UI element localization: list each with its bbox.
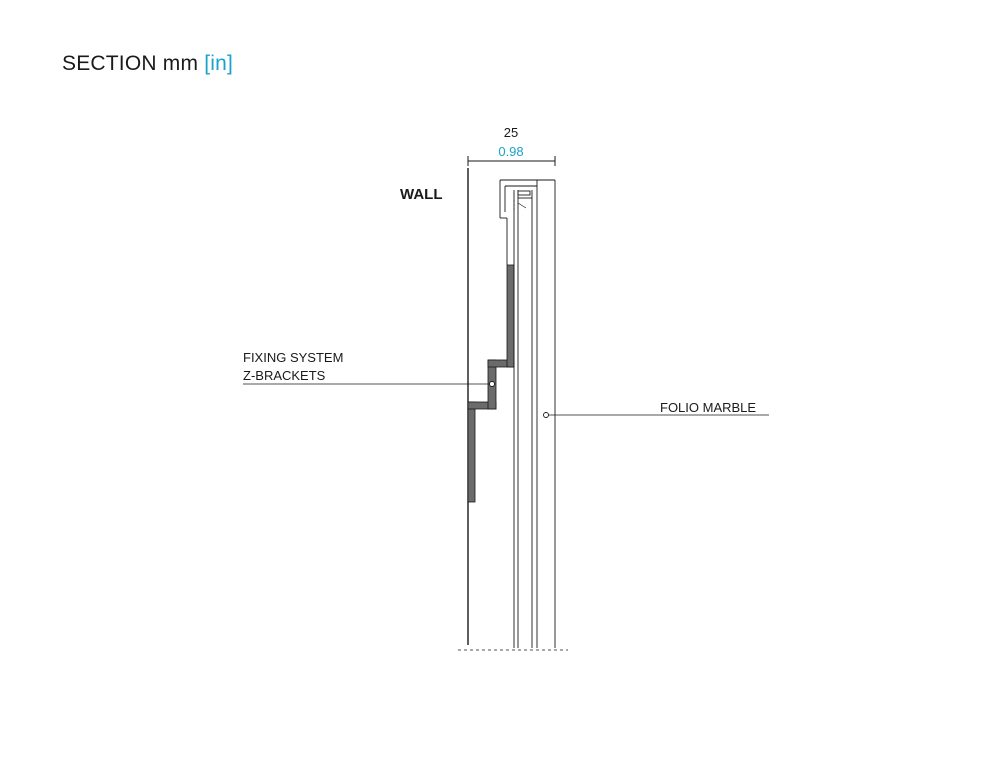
marble-callout: FOLIO MARBLE bbox=[543, 400, 769, 418]
wall-label: WALL bbox=[400, 186, 443, 203]
dimension-annotation bbox=[467, 156, 556, 166]
title-imperial: [in] bbox=[204, 52, 234, 75]
fixing-label-line1: FIXING SYSTEM bbox=[243, 350, 343, 365]
panel-layers bbox=[506, 180, 556, 648]
dimension-mm: 25 bbox=[504, 125, 518, 140]
marble-label: FOLIO MARBLE bbox=[660, 400, 756, 415]
dimension-in: 0.98 bbox=[498, 144, 523, 159]
title-metric: SECTION mm bbox=[62, 52, 199, 75]
page-title: SECTION mm [in] bbox=[62, 52, 233, 76]
fixing-callout: FIXING SYSTEM Z-BRACKETS bbox=[243, 350, 495, 387]
fixing-label-line2: Z-BRACKETS bbox=[243, 368, 326, 383]
top-cap-detail bbox=[499, 179, 555, 219]
